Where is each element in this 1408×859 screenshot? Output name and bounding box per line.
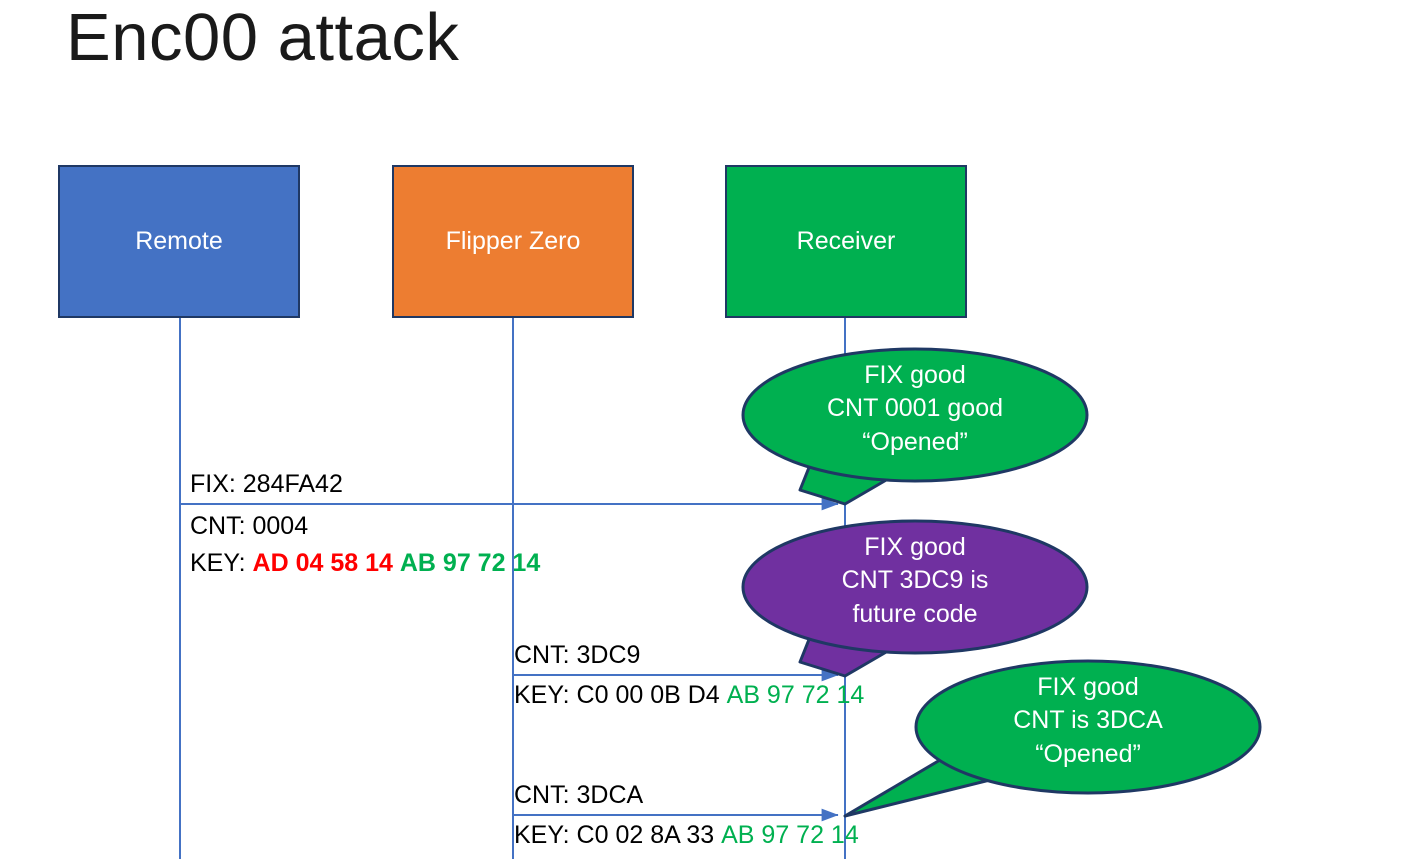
msg-3-key-prefix: KEY: [514,821,577,849]
actor-label-receiver: Receiver [796,227,896,255]
msg-1-key-second-half: AB 97 72 14 [399,549,541,577]
msg-3-cnt-label: CNT: 3DCA [514,781,644,809]
page-title: Enc00 attack [66,0,460,75]
msg-2-key-gap [720,681,727,709]
msg-2-key-first-half: C0 00 0B D4 [576,681,720,709]
msg-3-key-label: KEY: C0 02 8A 33 AB 97 72 14 [514,821,859,851]
msg-1-cnt-label: CNT: 0004 [190,512,309,540]
actor-box-receiver: Receiver [725,165,967,318]
msg-2-key-second-half: AB 97 72 14 [726,681,865,709]
callout-1 [741,347,1089,506]
actor-label-remote: Remote [135,227,223,255]
msg-1-key-first-half: AD 04 58 14 [252,549,393,577]
msg-2-key-prefix: KEY: [514,681,577,709]
msg-3-key-second-half: AB 97 72 14 [721,821,859,849]
actor-box-remote: Remote [58,165,300,318]
msg-3-key-first-half: C0 02 8A 33 [576,821,715,849]
actor-box-flipper-zero: Flipper Zero [392,165,634,318]
msg-2-cnt-label: CNT: 3DC9 [514,641,641,669]
msg-1-key-label: KEY: AD 04 58 14 AB 97 72 14 [190,549,540,579]
msg-2-key-label: KEY: C0 00 0B D4 AB 97 72 14 [514,681,864,711]
callout-3 [843,659,1262,818]
msg-1-fix-label: FIX: 284FA42 [190,470,343,498]
msg-1-key-prefix: KEY: [190,549,253,577]
callout-2 [741,519,1089,678]
actor-label-flipper-zero: Flipper Zero [445,227,581,255]
msg-1-key-gap [393,549,400,577]
